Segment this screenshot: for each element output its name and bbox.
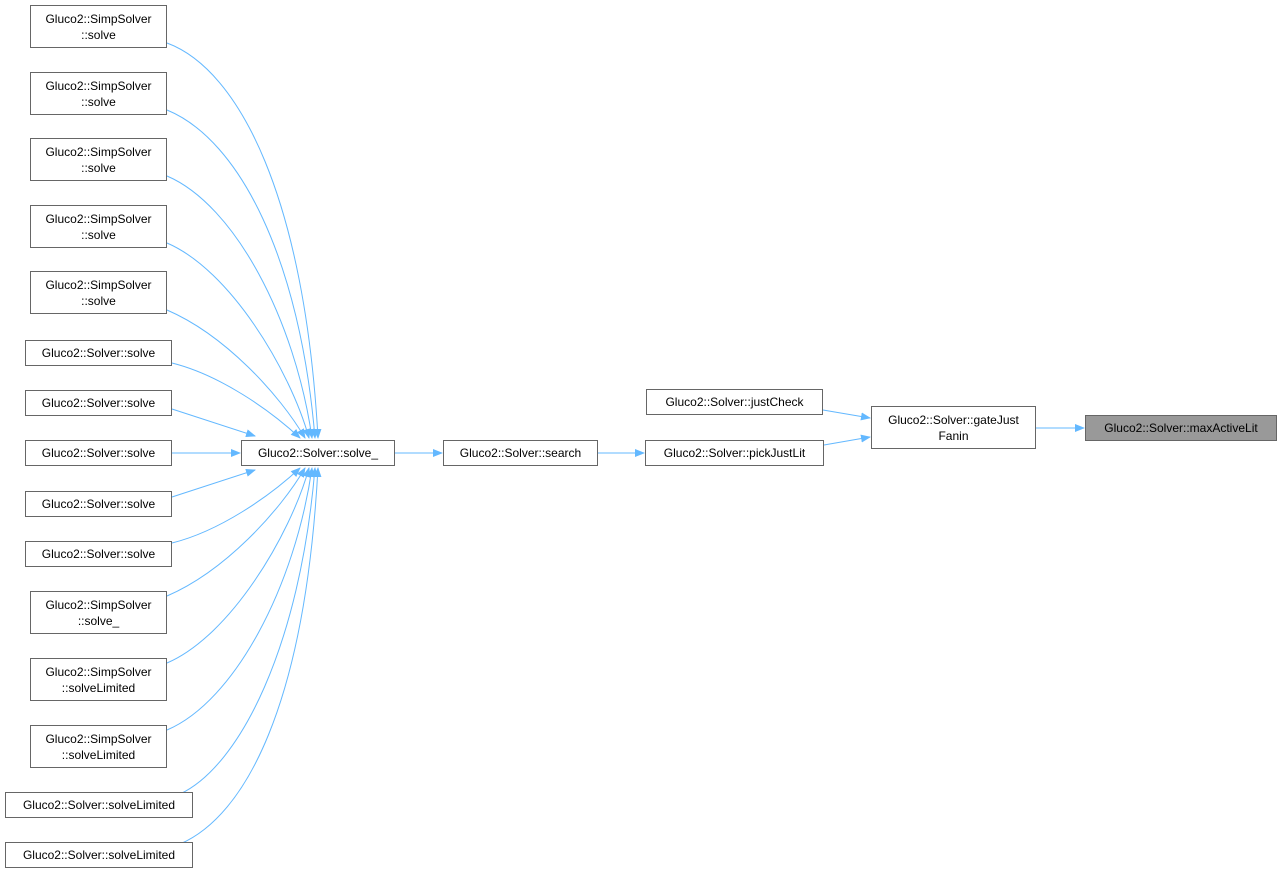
node-solver-maxactivelit-current: Gluco2::Solver::maxActiveLit [1085, 415, 1277, 441]
node-simpsolver-solve-underscore[interactable]: Gluco2::SimpSolver ::solve_ [30, 591, 167, 634]
edge [171, 468, 256, 498]
node-solver-solve[interactable]: Gluco2::Solver::solve [25, 541, 172, 567]
node-solver-solvelimited[interactable]: Gluco2::Solver::solveLimited [5, 792, 193, 818]
node-simpsolver-solve[interactable]: Gluco2::SimpSolver ::solve [30, 205, 167, 248]
edge [179, 467, 322, 845]
edge [166, 309, 306, 439]
node-solver-solve[interactable]: Gluco2::Solver::solve [25, 390, 172, 416]
node-simpsolver-solvelimited[interactable]: Gluco2::SimpSolver ::solveLimited [30, 725, 167, 768]
node-simpsolver-solve[interactable]: Gluco2::SimpSolver ::solve [30, 271, 167, 314]
node-solver-search[interactable]: Gluco2::Solver::search [443, 440, 598, 466]
node-solver-solve[interactable]: Gluco2::Solver::solve [25, 440, 172, 466]
node-solver-pickjustlit[interactable]: Gluco2::Solver::pickJustLit [645, 440, 824, 466]
edge [171, 467, 301, 544]
node-solver-solve-underscore[interactable]: Gluco2::Solver::solve_ [241, 440, 395, 466]
node-simpsolver-solve[interactable]: Gluco2::SimpSolver ::solve [30, 5, 167, 48]
node-solver-gatejustfanin[interactable]: Gluco2::Solver::gateJust Fanin [871, 406, 1036, 449]
edge [166, 242, 311, 439]
edge [823, 434, 871, 446]
edge [822, 409, 871, 421]
edge [166, 175, 315, 439]
node-solver-solve[interactable]: Gluco2::Solver::solve [25, 340, 172, 366]
node-simpsolver-solve[interactable]: Gluco2::SimpSolver ::solve [30, 72, 167, 115]
edge [171, 362, 301, 439]
node-solver-solvelimited[interactable]: Gluco2::Solver::solveLimited [5, 842, 193, 868]
node-simpsolver-solve[interactable]: Gluco2::SimpSolver ::solve [30, 138, 167, 181]
edge [166, 109, 319, 439]
edge [171, 408, 256, 438]
edge [179, 467, 319, 795]
node-simpsolver-solvelimited[interactable]: Gluco2::SimpSolver ::solveLimited [30, 658, 167, 701]
edge [166, 467, 311, 664]
edge [166, 467, 306, 597]
node-solver-justcheck[interactable]: Gluco2::Solver::justCheck [646, 389, 823, 415]
edge [166, 467, 315, 731]
edge [166, 42, 322, 439]
node-solver-solve[interactable]: Gluco2::Solver::solve [25, 491, 172, 517]
